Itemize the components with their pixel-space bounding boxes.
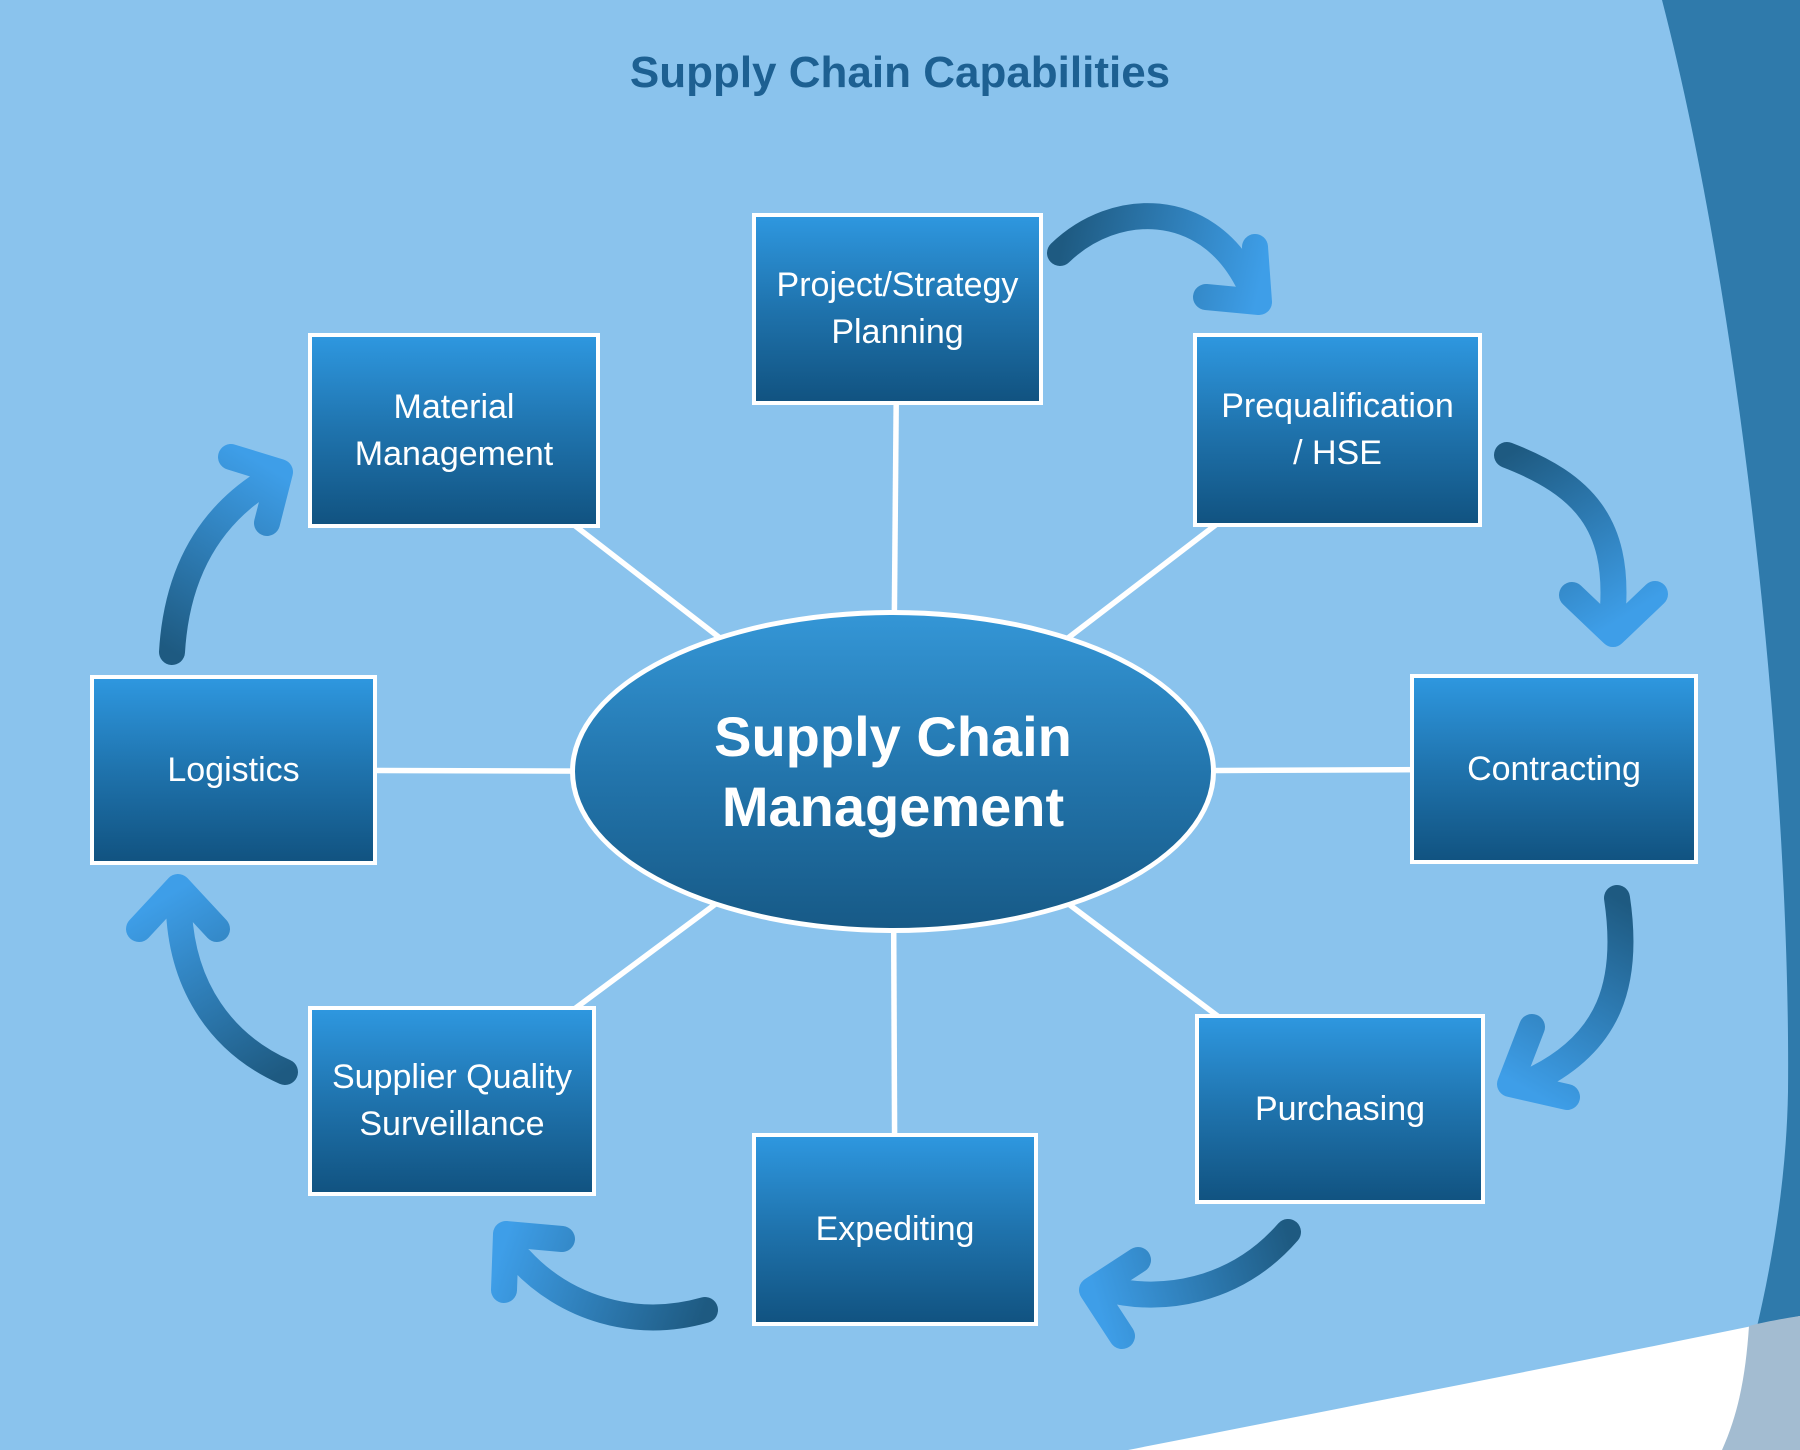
arrow-shaft	[1494, 442, 1627, 621]
corner-band	[1662, 0, 1800, 1450]
arrow-head-icon	[218, 444, 293, 536]
arrow-head-icon	[1079, 1247, 1151, 1349]
slide-title: Supply Chain Capabilities	[629, 48, 1171, 97]
arrow-head-icon	[491, 1221, 575, 1303]
node-logistics: Logistics	[90, 675, 377, 865]
swoosh-band	[1128, 1316, 1800, 1450]
node-label: Purchasing	[1254, 1089, 1426, 1128]
node-label: Logistics	[167, 750, 300, 789]
arrow-contracting-to-purchasing	[1497, 885, 1634, 1110]
arrow-shaft	[1094, 1219, 1301, 1308]
node-prequalification-hse: Prequalification / HSE	[1193, 333, 1482, 527]
arrow-purchasing-to-expediting	[1079, 1219, 1301, 1349]
node-project-strategy-planning: Project/Strategy Planning	[752, 213, 1043, 405]
arrow-head-icon	[1193, 234, 1272, 315]
node-label: Contracting	[1467, 749, 1641, 788]
node-material-management: Material Management	[308, 333, 600, 528]
hub-supply-chain-management: Supply Chain Management	[570, 610, 1216, 933]
arrow-head-icon	[126, 874, 230, 942]
node-contracting: Contracting	[1410, 674, 1698, 864]
arrow-prequal-to-contracting	[1494, 442, 1668, 647]
arrow-shaft	[507, 1246, 718, 1331]
node-label: Material Management	[354, 387, 554, 473]
node-label: Prequalification / HSE	[1221, 387, 1454, 472]
arrow-logistics-to-material	[159, 444, 293, 665]
node-expediting: Expediting	[752, 1133, 1038, 1326]
arrow-shaft	[166, 899, 298, 1085]
arrow-shaft	[159, 471, 275, 665]
corner-band-overlap	[1722, 1316, 1800, 1450]
node-supplier-quality-surveillance: Supplier Quality Surveillance	[308, 1006, 596, 1196]
arrow-project-to-prequal	[1047, 203, 1272, 315]
arrow-head-icon	[1497, 1014, 1580, 1110]
node-label: Supplier Quality Surveillance	[331, 1058, 572, 1143]
arrow-shaft	[1524, 885, 1634, 1091]
hub-label: Supply Chain Management	[714, 704, 1072, 838]
arrow-expediting-to-supplier	[491, 1221, 718, 1331]
arrow-supplier-to-logistics	[126, 874, 298, 1085]
arrow-shaft	[1047, 203, 1260, 293]
node-purchasing: Purchasing	[1195, 1014, 1485, 1204]
node-label: Expediting	[815, 1210, 975, 1249]
arrow-head-icon	[1559, 581, 1668, 647]
node-label: Project/Strategy Planning	[776, 266, 1019, 351]
